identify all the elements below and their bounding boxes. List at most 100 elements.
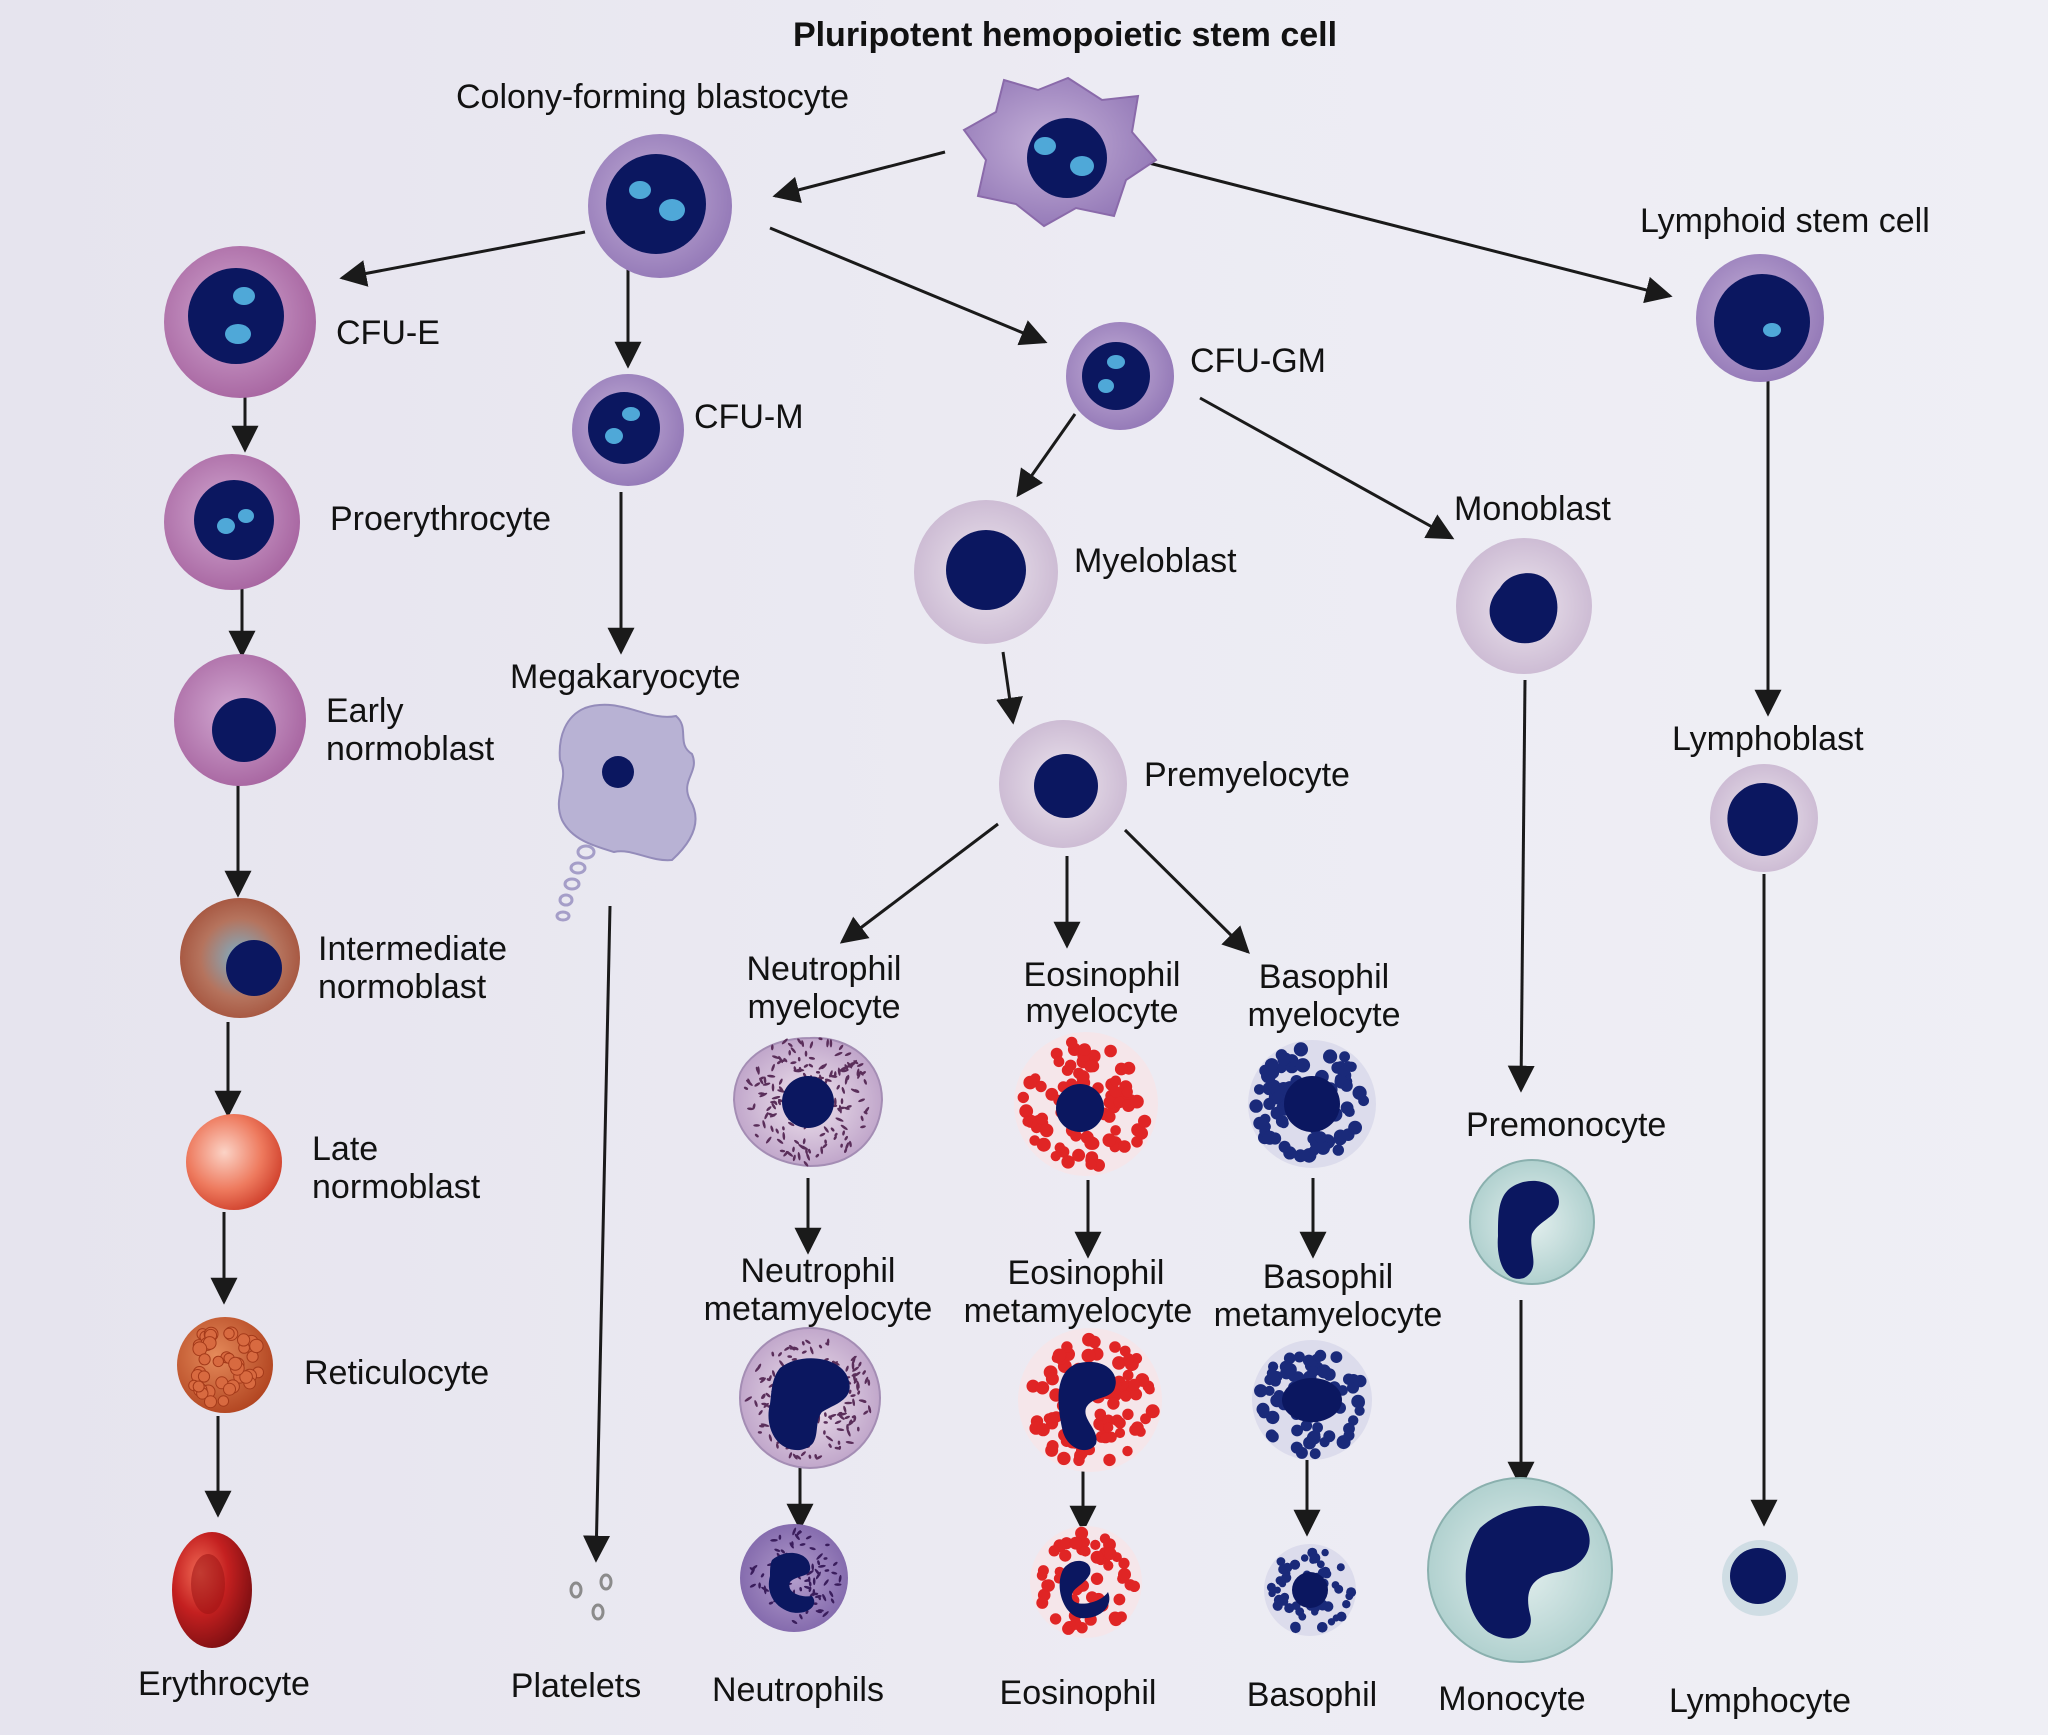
label-basophil-myelocyte-2: myelocyte: [1247, 996, 1400, 1034]
granule: [1267, 1430, 1279, 1443]
label-early-normoblast-1: Early: [326, 692, 403, 730]
granule: [789, 1542, 794, 1549]
granule: [1121, 1086, 1133, 1098]
granule: [1070, 1130, 1082, 1142]
label-eosinophil-myelocyte-1: Eosinophil: [1024, 956, 1181, 994]
granule: [1084, 1060, 1097, 1073]
granule: [760, 1573, 765, 1578]
granule: [1118, 1557, 1130, 1569]
granule: [815, 1455, 823, 1460]
granule: [768, 1434, 773, 1442]
granule: [808, 1586, 812, 1593]
label-basophil-metamyelocyte-1: Basophil: [1263, 1258, 1393, 1296]
granule: [853, 1060, 859, 1065]
granule: [744, 1396, 753, 1402]
granule: [1085, 1158, 1097, 1170]
granule: [759, 1092, 768, 1098]
granule: [1123, 1353, 1135, 1365]
granule: [790, 1047, 796, 1054]
granule: [858, 1399, 867, 1403]
granule: [1130, 1094, 1144, 1109]
granule: [837, 1440, 841, 1445]
granule: [1343, 1373, 1355, 1385]
granule: [1332, 1144, 1345, 1156]
granule: [801, 1350, 807, 1354]
granule: [845, 1142, 850, 1150]
granule: [801, 1040, 805, 1048]
granule: [836, 1428, 845, 1431]
label-basophil-myelocyte-1: Basophil: [1259, 958, 1389, 996]
granule: [840, 1124, 848, 1131]
eosinophil-metamyelocyte-cell: [1018, 1328, 1162, 1472]
granule: [808, 1056, 816, 1060]
granule: [757, 1363, 762, 1370]
granule: [1348, 1415, 1359, 1426]
granule: [845, 1441, 854, 1444]
granule: [1334, 1073, 1347, 1086]
granule: [1316, 1560, 1325, 1569]
granule: [851, 1361, 855, 1371]
neutrophil-cell: [740, 1524, 848, 1632]
granule: [784, 1346, 791, 1351]
granule: [772, 1370, 776, 1377]
granule: [1346, 1587, 1357, 1598]
label-colony-forming-blastocyte: Colony-forming blastocyte: [456, 78, 849, 116]
granule: [1138, 1114, 1152, 1128]
granule: [192, 1380, 205, 1393]
cfu-e-cell: [164, 246, 316, 398]
granule: [778, 1055, 783, 1064]
granule: [1330, 1351, 1343, 1363]
granule: [1104, 1547, 1117, 1560]
granule: [834, 1132, 838, 1137]
label-lymphoblast: Lymphoblast: [1672, 720, 1864, 758]
granule: [832, 1561, 838, 1567]
granule: [845, 1064, 854, 1068]
platelets-cells: [569, 1573, 613, 1621]
granule: [818, 1344, 823, 1349]
granule: [767, 1112, 775, 1117]
granule: [1254, 1384, 1268, 1398]
label-eosinophil-metamyelocyte-1: Eosinophil: [1008, 1254, 1165, 1292]
granule: [1022, 1116, 1033, 1127]
granule: [823, 1579, 829, 1586]
granule: [815, 1070, 821, 1074]
granule: [766, 1106, 772, 1111]
granule: [1277, 1053, 1290, 1067]
granule: [838, 1574, 842, 1583]
granule: [1343, 1422, 1355, 1435]
granule: [1118, 1140, 1131, 1153]
granule: [1291, 1424, 1303, 1437]
granule: [811, 1563, 815, 1571]
granule: [760, 1423, 770, 1427]
granule: [1113, 1593, 1126, 1606]
granule: [774, 1548, 781, 1552]
granule: [1354, 1405, 1365, 1416]
granule: [228, 1356, 243, 1371]
granule: [815, 1571, 821, 1580]
granule: [806, 1570, 814, 1576]
arrow-blastocyte-to-cfu-gm: [769, 226, 1048, 346]
granule: [758, 1410, 763, 1416]
granule: [771, 1103, 776, 1110]
granule: [788, 1452, 793, 1459]
granule: [821, 1063, 827, 1070]
granule: [791, 1358, 798, 1361]
granule: [1110, 1125, 1121, 1136]
label-cfu-gm: CFU-GM: [1190, 342, 1326, 380]
arrow-myeloblast-to-premyelocyte: [996, 651, 1023, 725]
label-neutrophil-myelocyte-2: myelocyte: [747, 988, 900, 1026]
granule: [768, 1601, 774, 1605]
granule: [808, 1063, 814, 1068]
granule: [765, 1136, 772, 1144]
granule: [754, 1133, 759, 1138]
granule: [814, 1454, 818, 1459]
granule: [1036, 1137, 1051, 1152]
granule: [829, 1070, 833, 1078]
granule: [797, 1057, 801, 1062]
label-early-normoblast-2: normoblast: [326, 730, 495, 768]
label-proerythrocyte: Proerythrocyte: [330, 500, 551, 538]
granule: [1064, 1059, 1077, 1072]
granule: [778, 1534, 782, 1540]
granule: [782, 1126, 785, 1131]
label-intermediate-normoblast-1: Intermediate: [318, 930, 507, 968]
